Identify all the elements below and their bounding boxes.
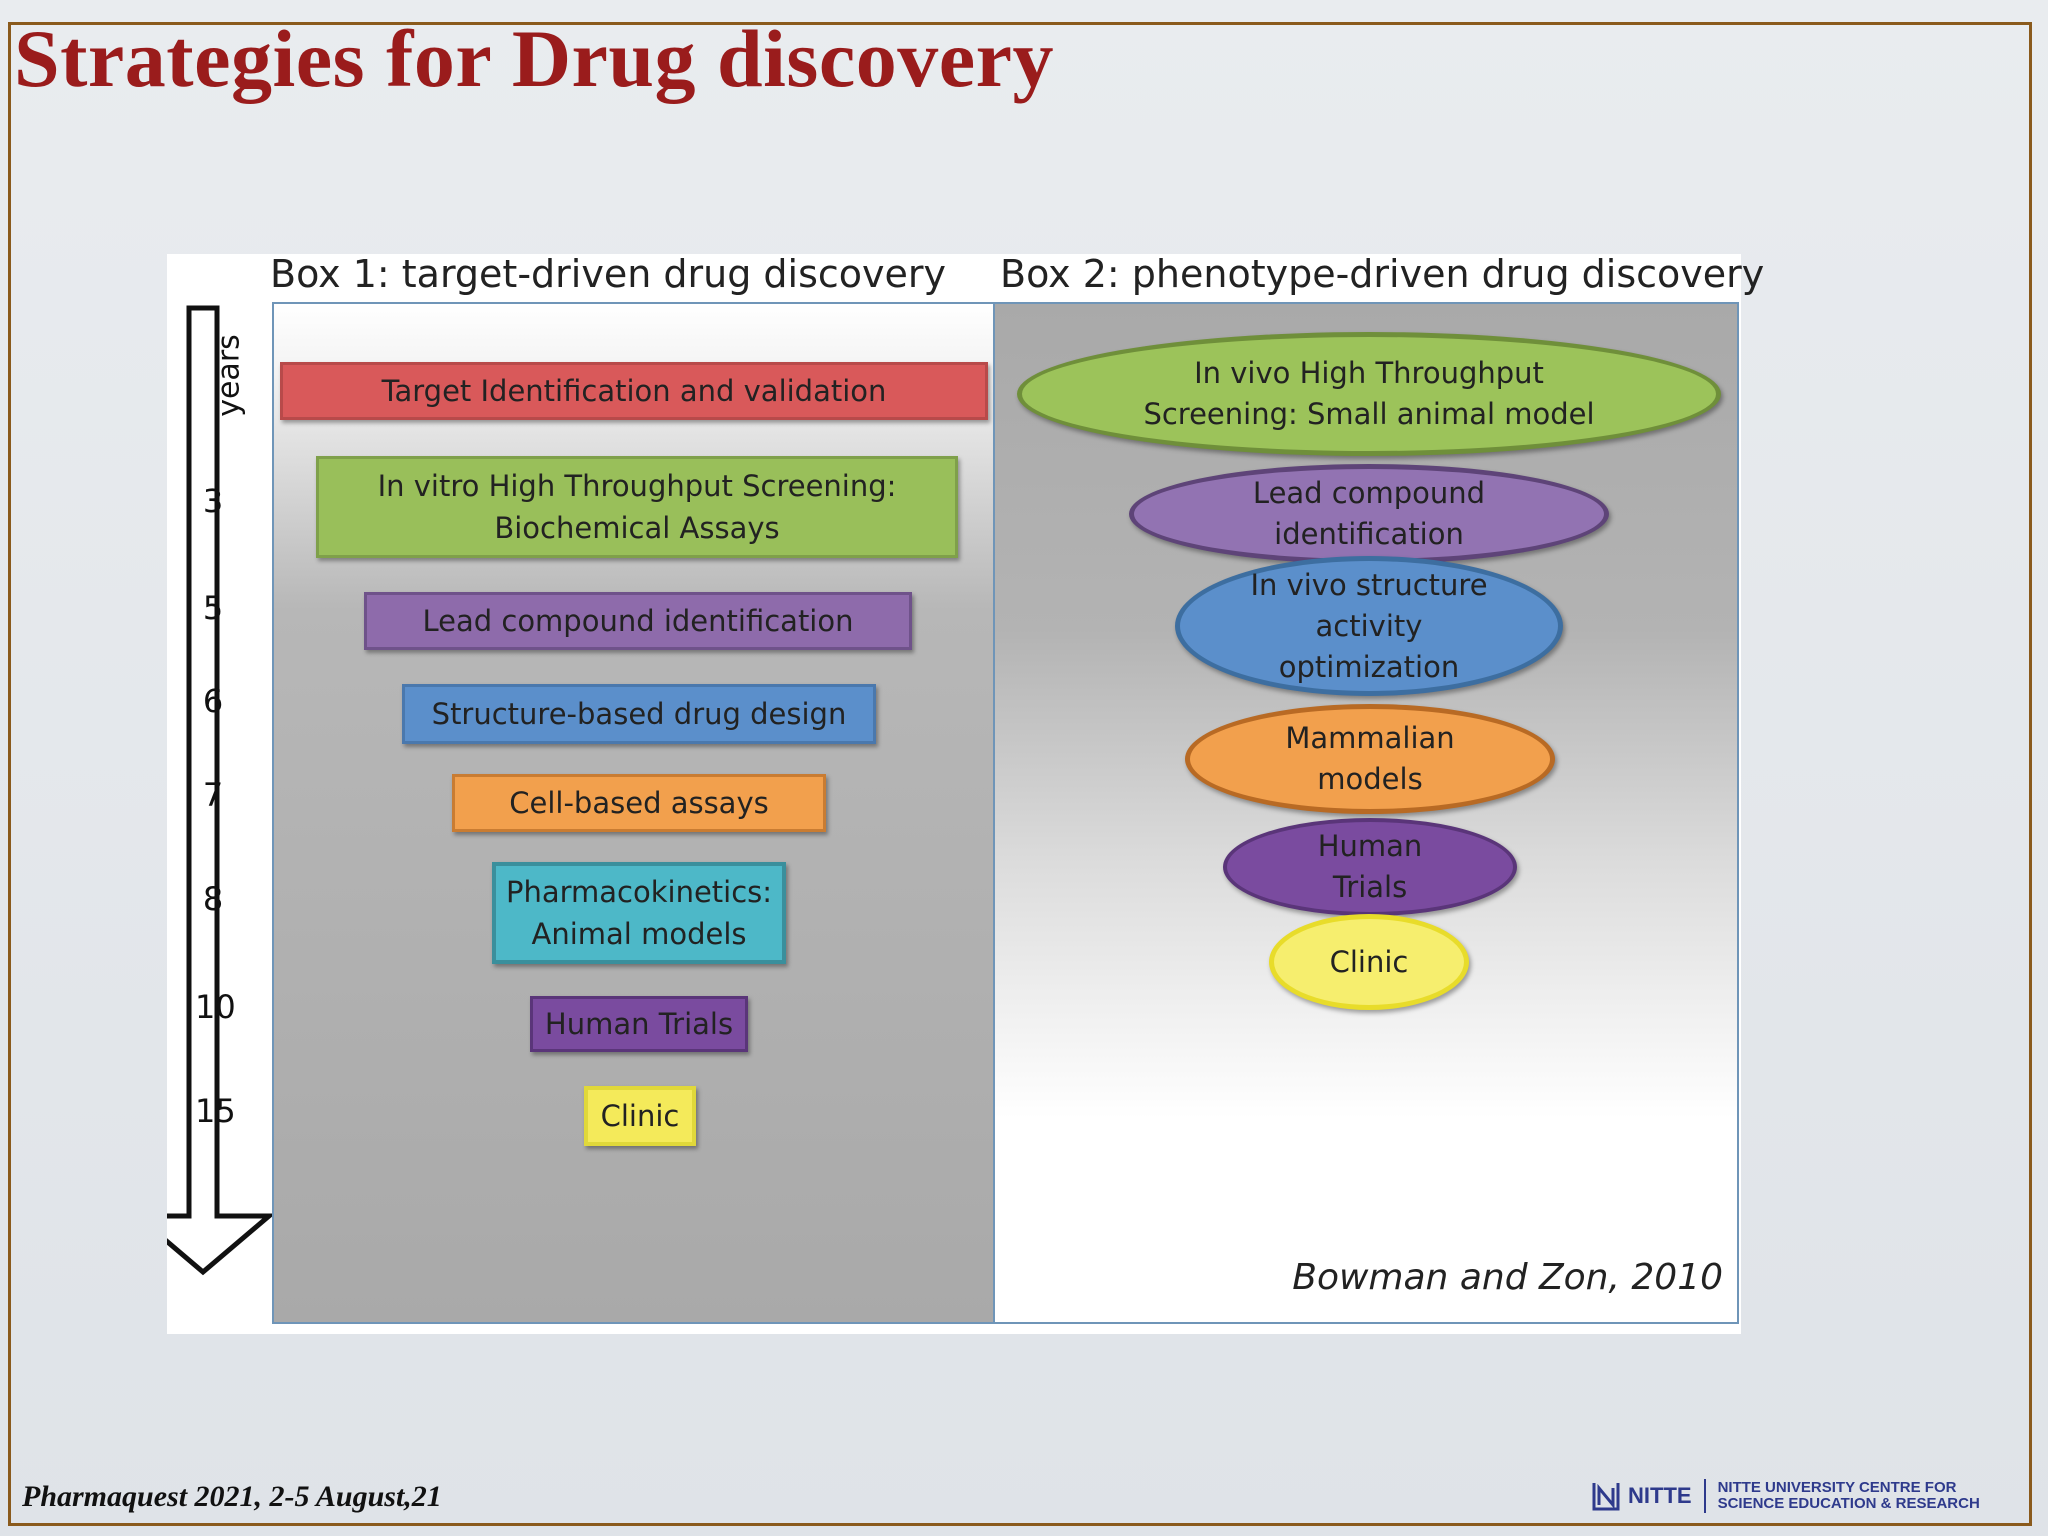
box2-step-human-trials: Human Trials bbox=[1223, 818, 1517, 916]
box2-step-in-vivo-hts: In vivo High Throughput Screening: Small… bbox=[1017, 332, 1721, 456]
year-tick-10: 10 bbox=[195, 988, 236, 1026]
year-tick-5: 5 bbox=[202, 589, 224, 627]
box1-step-pharmacokinetics: Pharmacokinetics: Animal models bbox=[492, 862, 786, 964]
box2-panel: In vivo High Throughput Screening: Small… bbox=[993, 302, 1739, 1324]
year-tick-7: 7 bbox=[202, 776, 224, 814]
footer-event-text: Pharmaquest 2021, 2-5 August,21 bbox=[22, 1480, 442, 1513]
year-tick-15: 15 bbox=[195, 1092, 236, 1130]
year-tick-3: 3 bbox=[202, 482, 224, 520]
logo-divider bbox=[1703, 1479, 1706, 1513]
slide-frame bbox=[8, 22, 2032, 1526]
slide-title: Strategies for Drug discovery bbox=[14, 13, 1055, 104]
box1-step-clinic: Clinic bbox=[584, 1086, 696, 1146]
box1-step-cell-assays: Cell-based assays bbox=[452, 774, 826, 832]
box1-step-structure-design: Structure-based drug design bbox=[402, 684, 876, 744]
citation: Bowman and Zon, 2010 bbox=[1292, 1257, 1723, 1298]
year-tick-6: 6 bbox=[202, 682, 224, 720]
box1-step-target-id: Target Identification and validation bbox=[280, 362, 988, 420]
box1-panel: Target Identification and validation In … bbox=[272, 302, 995, 1324]
drug-discovery-figure: Box 1: target-driven drug discovery Box … bbox=[167, 252, 1764, 1334]
logo-institution-text: NITTE UNIVERSITY CENTRE FOR SCIENCE EDUC… bbox=[1718, 1480, 1980, 1512]
timeline-arrow bbox=[167, 305, 276, 1276]
box1-step-human-trials: Human Trials bbox=[530, 996, 748, 1052]
logo-line-1: NITTE UNIVERSITY CENTRE FOR bbox=[1717, 1479, 1957, 1496]
year-tick-8: 8 bbox=[202, 880, 224, 918]
years-axis-label: years bbox=[211, 334, 247, 417]
box2-step-lead-compound: Lead compound identification bbox=[1129, 464, 1609, 564]
box2-step-mammalian-models: Mammalian models bbox=[1185, 704, 1555, 814]
nitte-logo-icon bbox=[1592, 1483, 1620, 1511]
logo-wordmark: NITTE bbox=[1628, 1483, 1692, 1508]
box2-step-structure-activity: In vivo structure activity optimization bbox=[1175, 556, 1563, 696]
box2-heading: Box 2: phenotype-driven drug discovery bbox=[1000, 252, 1765, 296]
nitte-logo: NITTE NITTE UNIVERSITY CENTRE FOR SCIENC… bbox=[1590, 1476, 1980, 1516]
logo-line-2: SCIENCE EDUCATION & RESEARCH bbox=[1717, 1495, 1980, 1512]
box1-step-in-vitro-hts: In vitro High Throughput Screening: Bioc… bbox=[316, 456, 958, 558]
box1-heading: Box 1: target-driven drug discovery bbox=[270, 252, 946, 296]
box1-step-lead-compound: Lead compound identification bbox=[364, 592, 912, 650]
box2-step-clinic: Clinic bbox=[1269, 914, 1469, 1010]
